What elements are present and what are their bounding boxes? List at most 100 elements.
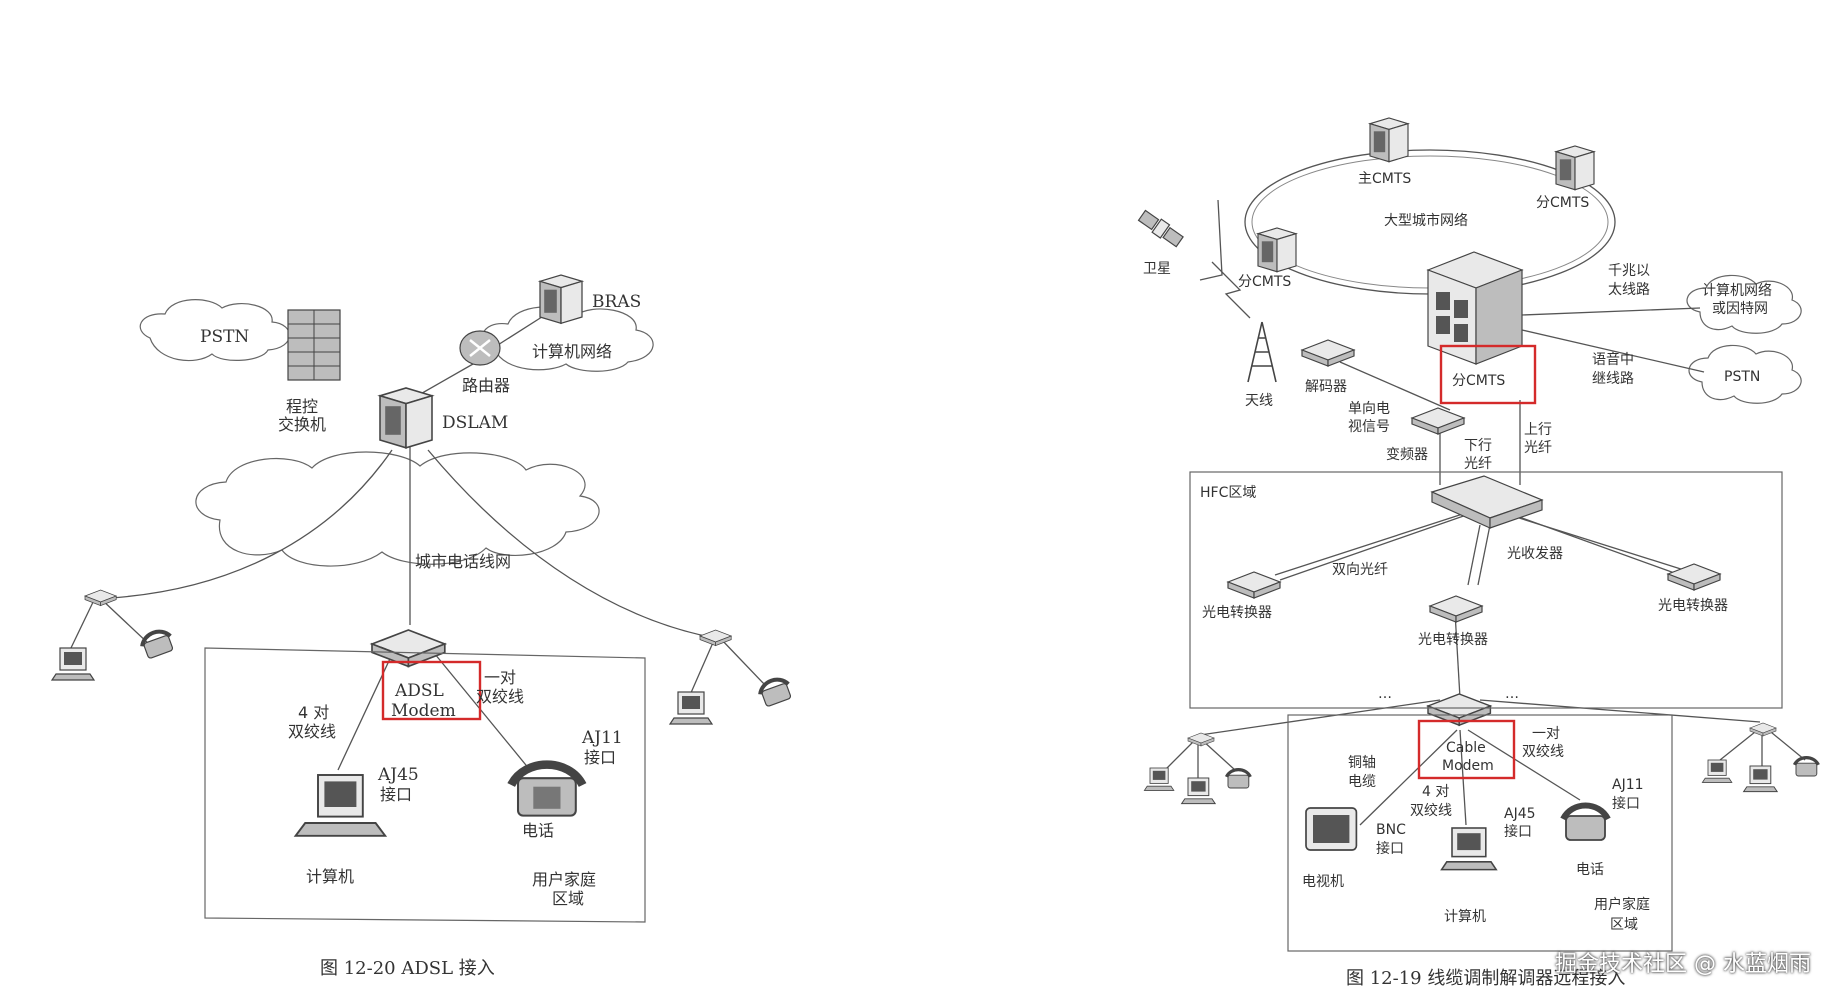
oe-converter-center-label: 光电转换器 xyxy=(1418,631,1488,648)
watermark-text: 掘金技术社区 @ 水蓝烟雨 xyxy=(1555,952,1811,977)
cable-label-1: Cable xyxy=(1446,740,1486,756)
transceiver-label: 光收发器 xyxy=(1507,546,1563,562)
computer-network-label: 计算机网络 xyxy=(532,342,612,361)
aj45-label-r-1: AJ45 xyxy=(1504,806,1536,822)
sub-cmts-left-icon xyxy=(1257,227,1297,273)
four-pair-label-1: 4 对 xyxy=(298,703,329,722)
four-pair-label-2: 双绞线 xyxy=(288,722,336,741)
decoder-icon xyxy=(1301,339,1355,367)
adsl-diagram: PSTN 程控 交换机 DSLAM 路由器 BRAS 计算机网络 城市电话线网 … xyxy=(51,274,796,979)
bidir-fiber-label: 双向光纤 xyxy=(1332,562,1388,578)
hfc-label: HFC区域 xyxy=(1200,485,1256,501)
four-pair-label-r-2: 双绞线 xyxy=(1410,802,1452,819)
gigabit-label-2: 太线路 xyxy=(1608,282,1650,298)
remote-modem-left-icon xyxy=(84,589,117,606)
remote-phone-right-icon-r xyxy=(1792,755,1821,778)
cable-caption: 图 12-19 线缆调制解调器远程接入 xyxy=(1346,968,1625,989)
router-label: 路由器 xyxy=(462,376,510,395)
program-switch-icon xyxy=(287,309,341,381)
aj11-label-r-2: 接口 xyxy=(1612,795,1640,812)
one-pair-label-2: 双绞线 xyxy=(476,687,524,706)
decoder-label: 解码器 xyxy=(1305,379,1347,395)
home-label-r-2: 区域 xyxy=(1610,917,1638,933)
oe-converter-left-label: 光电转换器 xyxy=(1202,604,1272,621)
main-cmts-label: 主CMTS xyxy=(1358,171,1411,187)
city-phone-cloud xyxy=(195,451,600,567)
pstn-label-r: PSTN xyxy=(1724,369,1760,385)
television-icon xyxy=(1305,807,1358,851)
remote-pc-right-icon-r xyxy=(1743,765,1778,793)
remote-pc-left-icon-r xyxy=(1181,777,1216,805)
city-phone-net-label: 城市电话线网 xyxy=(415,552,511,571)
remote-node-left-icon xyxy=(1187,732,1215,747)
sub-cmts-right-icon xyxy=(1555,145,1595,191)
aj11-label-2: 接口 xyxy=(584,748,616,767)
home-region-box-r xyxy=(1287,714,1673,952)
one-pair-label-r-1: 一对 xyxy=(1532,726,1560,742)
computer-label: 计算机 xyxy=(306,867,354,886)
aj11-label-r-1: AJ11 xyxy=(1612,777,1644,793)
sub-cmts-right-label: 分CMTS xyxy=(1536,195,1589,211)
satellite-icon xyxy=(1137,209,1184,248)
phone-label: 电话 xyxy=(522,821,554,840)
bras-server-icon xyxy=(539,274,583,324)
adsl-label-2: Modem xyxy=(391,701,456,721)
converter-label: 变频器 xyxy=(1386,447,1428,463)
remote-tv-right-icon xyxy=(1701,759,1733,783)
down-fiber-label-1: 下行 xyxy=(1464,438,1492,454)
cable-modem-highlight xyxy=(1417,719,1516,780)
router-icon xyxy=(459,330,501,366)
dots-right: … xyxy=(1505,686,1519,702)
sub-cmts-highlight xyxy=(1439,344,1537,405)
tv-label: 电视机 xyxy=(1302,874,1344,890)
one-way-tv-label-1: 单向电 xyxy=(1348,401,1390,417)
up-fiber-label-1: 上行 xyxy=(1524,422,1552,438)
computer-label-r: 计算机 xyxy=(1444,909,1486,925)
remote-pc-right-icon xyxy=(669,691,713,725)
oe-converter-left-icon xyxy=(1227,571,1281,599)
coax-label-2: 电缆 xyxy=(1348,774,1376,790)
coax-label-1: 铜轴 xyxy=(1348,755,1376,771)
bnc-label-2: 接口 xyxy=(1376,840,1404,857)
internet-label-1: 计算机网络 xyxy=(1702,283,1772,299)
adsl-label-1: ADSL xyxy=(394,681,444,701)
antenna-icon xyxy=(1247,321,1277,383)
adsl-caption: 图 12-20 ADSL 接入 xyxy=(320,958,495,979)
down-fiber-label-2: 光纤 xyxy=(1464,456,1492,472)
voice-trunk-label-2: 继线路 xyxy=(1592,371,1634,387)
telephone-icon xyxy=(507,760,587,817)
voice-trunk-label-1: 语音中 xyxy=(1592,351,1634,368)
pstn-cloud xyxy=(139,299,291,362)
one-way-tv-label-2: 视信号 xyxy=(1348,419,1390,435)
computer-icon xyxy=(293,774,388,837)
dslam-icon xyxy=(379,387,433,449)
bras-label: BRAS xyxy=(592,292,641,312)
satellite-label: 卫星 xyxy=(1143,261,1171,277)
four-pair-label-r-1: 4 对 xyxy=(1422,784,1449,800)
adsl-modem-highlight xyxy=(381,660,482,721)
switch-label-1: 程控 xyxy=(286,397,318,416)
remote-modem-right-icon xyxy=(699,629,732,646)
remote-phone-left-icon-r xyxy=(1224,767,1253,790)
main-cmts-icon xyxy=(1369,117,1409,163)
oe-converter-right-label: 光电转换器 xyxy=(1658,597,1728,614)
remote-node-right-icon xyxy=(1749,722,1777,737)
pstn-label: PSTN xyxy=(200,327,249,347)
home-label-r-1: 用户家庭 xyxy=(1594,896,1650,913)
telephone-icon-r xyxy=(1563,806,1608,841)
up-fiber-label-2: 光纤 xyxy=(1524,440,1552,456)
internet-label-2: 或因特网 xyxy=(1712,301,1768,317)
aj11-label-1: AJ11 xyxy=(581,728,623,748)
frequency-converter-icon xyxy=(1411,407,1465,435)
phone-label-r: 电话 xyxy=(1576,862,1604,878)
sub-cmts-left-label: 分CMTS xyxy=(1238,274,1291,290)
aj45-label-1: AJ45 xyxy=(377,765,419,785)
remote-tv-left-icon xyxy=(1143,767,1175,791)
city-network-label: 大型城市网络 xyxy=(1384,212,1468,229)
switch-label-2: 交换机 xyxy=(278,415,326,434)
remote-phone-right-icon xyxy=(755,673,796,710)
computer-icon-r xyxy=(1440,827,1497,871)
oe-converter-center-icon xyxy=(1429,595,1483,623)
home-region-box xyxy=(204,647,646,923)
